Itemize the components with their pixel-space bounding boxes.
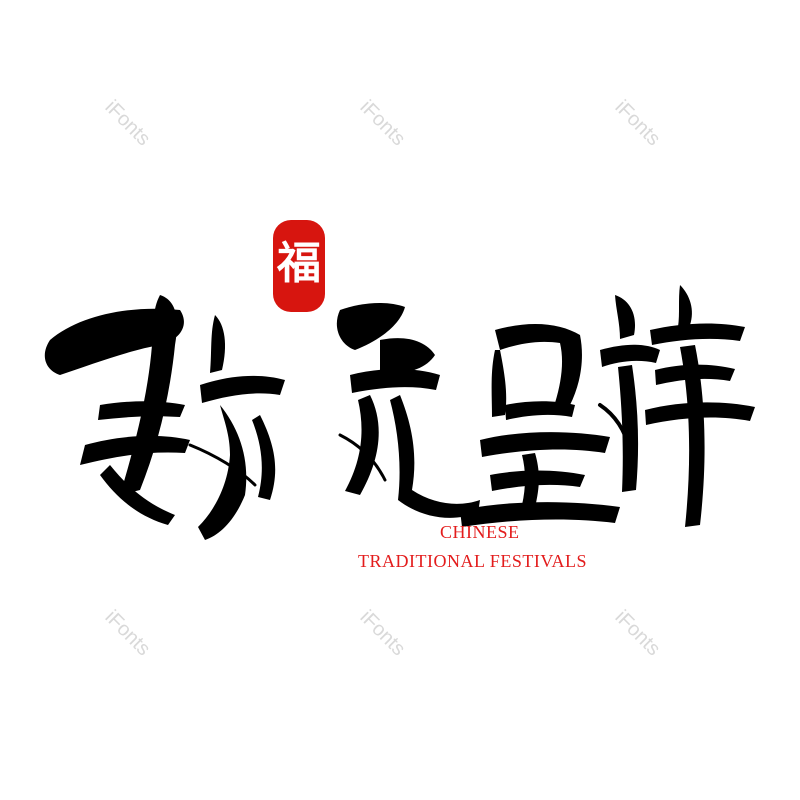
watermark-text: iFonts <box>100 606 155 661</box>
calligraphy-character-4 <box>598 285 755 527</box>
subtitle-line-1: CHINESE <box>440 522 520 542</box>
watermark-text: iFonts <box>355 606 410 661</box>
red-seal-stamp: 福 <box>273 220 325 312</box>
calligraphy-character-1 <box>44 295 285 540</box>
watermark-text: iFonts <box>610 96 665 151</box>
seal-glyph: 福 <box>277 238 321 289</box>
watermark-text: iFonts <box>610 606 665 661</box>
calligraphy-character-2 <box>336 303 480 518</box>
calligraphy-character-3 <box>460 323 620 527</box>
subtitle-line-2: TRADITIONAL FESTIVALS <box>358 551 587 571</box>
calligraphy-title-artwork <box>44 285 755 540</box>
watermark-text: iFonts <box>100 96 155 151</box>
watermark-text: iFonts <box>355 96 410 151</box>
